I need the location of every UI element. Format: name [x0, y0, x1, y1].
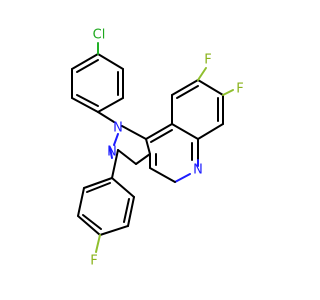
n-quinoline-label: N	[193, 163, 203, 178]
chlorine-label: Cl	[93, 28, 106, 43]
bond-c-f-bottom	[95, 234, 101, 253]
bond	[76, 59, 99, 73]
bond	[111, 177, 135, 198]
bond-c3-phenyl	[111, 149, 119, 179]
bond-c-f-right	[222, 89, 234, 96]
bond	[145, 123, 173, 140]
bond	[71, 53, 99, 70]
bond-phenyl-n1	[97, 111, 115, 123]
atom-labels: Cl N N N F F F	[90, 28, 243, 269]
bond	[121, 125, 147, 140]
bond	[99, 225, 129, 236]
f-bottom-label: F	[90, 254, 97, 269]
bond	[176, 85, 199, 99]
molecule-canvas: Cl N N N F F F	[71, 28, 244, 269]
bond-c-f-top	[197, 67, 207, 81]
chlorophenyl-ring	[71, 42, 124, 113]
n2-label: N	[107, 145, 117, 160]
bond	[83, 177, 113, 189]
f-right-label: F	[236, 82, 243, 97]
bond	[76, 94, 99, 107]
bond	[77, 187, 85, 217]
bond	[145, 138, 151, 155]
bond	[97, 53, 124, 70]
n1-label: N	[113, 121, 123, 136]
f-top-label: F	[204, 53, 211, 68]
bond	[82, 214, 102, 230]
bond	[135, 153, 151, 165]
bond	[123, 198, 130, 223]
benzo-ring	[171, 67, 234, 140]
bond	[71, 97, 99, 113]
pyridine-ring	[145, 123, 199, 183]
bond	[149, 167, 176, 183]
fluorophenyl-ring	[77, 177, 135, 253]
bond	[77, 215, 101, 236]
bond	[197, 123, 224, 140]
bond	[174, 173, 191, 183]
bond	[117, 149, 137, 165]
bond	[97, 97, 124, 113]
bond	[150, 129, 173, 143]
bond	[113, 133, 119, 146]
bond	[86, 182, 111, 193]
bond	[171, 79, 199, 96]
bond	[109, 147, 113, 159]
bond	[171, 123, 199, 140]
structure-diagram: Cl N N N F F F	[71, 28, 244, 269]
bond	[197, 79, 224, 96]
pyrazole-ring	[109, 125, 151, 165]
bond	[127, 196, 135, 227]
